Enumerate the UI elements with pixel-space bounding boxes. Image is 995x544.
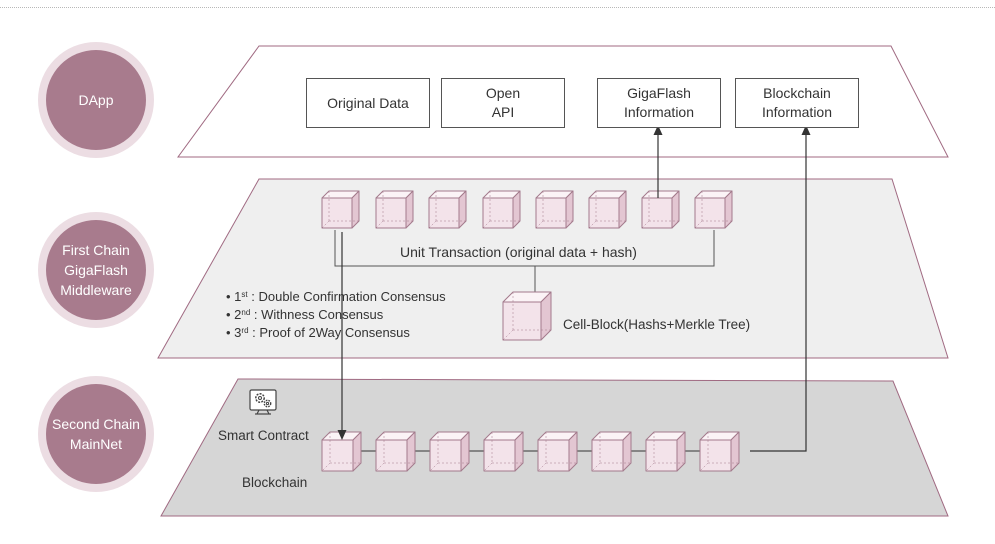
top-dotted-rule — [0, 7, 995, 8]
dapp-circle-label: DApp — [78, 92, 114, 108]
smart-contract-label: Smart Contract — [218, 428, 309, 443]
first-chain-line-1: First Chain — [62, 242, 130, 258]
mainnet-block-cubes — [321, 431, 740, 472]
mainnet-block-cube — [537, 431, 578, 472]
blockchain-info-arrow — [750, 135, 807, 452]
smart-contract-gear-icon — [249, 389, 277, 415]
unit-transaction-cube — [482, 190, 521, 229]
mainnet-block-cube — [321, 431, 362, 472]
cell-block-cube-group — [502, 291, 552, 341]
first-chain-circle: First Chain GigaFlash Middleware — [46, 220, 146, 320]
mainnet-block-cube — [429, 431, 470, 472]
unit-transaction-cube — [641, 190, 680, 229]
to-mainnet-arrowhead — [337, 430, 347, 440]
original-data-label: Original Data — [327, 94, 409, 111]
mainnet-block-cube — [645, 431, 686, 472]
open-api-line-1: Open — [485, 85, 521, 101]
unit-transaction-cube — [694, 190, 733, 229]
mainnet-block-cube — [699, 431, 740, 472]
unit-transaction-cube — [535, 190, 574, 229]
first-chain-line-3: Middleware — [60, 282, 132, 298]
blockchain-information-line-1: Blockchain — [763, 85, 831, 101]
unit-transaction-label: Unit Transaction (original data + hash) — [400, 244, 637, 260]
unit-transaction-cubes — [321, 190, 733, 229]
cell-block-label: Cell-Block(Hashs+Merkle Tree) — [563, 317, 751, 332]
consensus-item-2: • 2nd : Withness Consensus — [226, 307, 384, 322]
consensus-item-1: • 1st : Double Confirmation Consensus — [226, 289, 446, 304]
original-data-box: Original Data — [306, 78, 430, 128]
gigaflash-information-line-1: GigaFlash — [627, 85, 691, 101]
blockchain-information-box: Blockchain Information — [735, 78, 859, 128]
blockchain-label: Blockchain — [242, 475, 308, 490]
unit-transaction-cube — [375, 190, 414, 229]
open-api-line-2: API — [491, 104, 515, 120]
gigaflash-information-line-2: Information — [623, 104, 695, 120]
mainnet-block-cube — [375, 431, 416, 472]
gigaflash-info-arrowhead — [653, 125, 663, 135]
cell-block-cube — [502, 291, 552, 341]
unit-transaction-bracket — [334, 230, 715, 267]
unit-transaction-cube — [588, 190, 627, 229]
mainnet-block-cube — [483, 431, 524, 472]
second-chain-circle: Second Chain MainNet — [46, 384, 146, 484]
blockchain-information-line-2: Information — [761, 104, 833, 120]
mainnet-block-cube — [591, 431, 632, 472]
second-chain-line-1: Second Chain — [52, 416, 140, 432]
dapp-circle: DApp — [46, 50, 146, 150]
consensus-item-3: • 3rd : Proof of 2Way Consensus — [226, 325, 410, 340]
unit-transaction-cube — [321, 190, 360, 229]
second-chain-line-2: MainNet — [69, 436, 123, 452]
consensus-list: • 1st : Double Confirmation Consensus • … — [226, 288, 446, 342]
unit-transaction-cube — [428, 190, 467, 229]
first-chain-line-2: GigaFlash — [64, 262, 128, 278]
gigaflash-information-box: GigaFlash Information — [597, 78, 721, 128]
blockchain-info-arrowhead — [801, 125, 811, 135]
open-api-box: Open API — [441, 78, 565, 128]
